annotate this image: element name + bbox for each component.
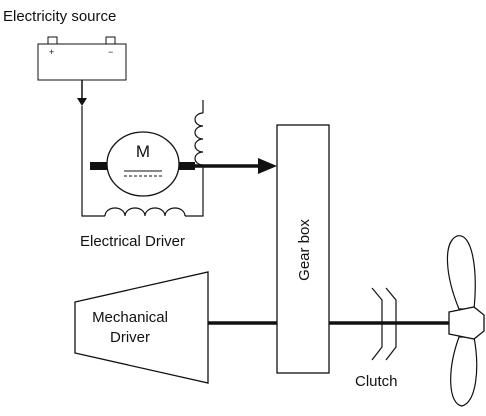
- mechanical-driver-label-line2: Driver: [110, 329, 150, 346]
- left-wire: [81, 106, 105, 217]
- mechanical-driver-label-line1: Mechanical: [92, 309, 168, 326]
- clutch: [371, 287, 397, 361]
- mechanical-driver: Mechanical Driver: [74, 271, 209, 384]
- drive-arrow: [258, 158, 277, 174]
- vertical-coil: [194, 112, 204, 166]
- motor-shaft-left: [90, 162, 112, 170]
- electric-motor: M: [106, 131, 180, 197]
- propeller: [446, 235, 485, 407]
- mechanical-driver-body: [74, 271, 209, 384]
- motor-label: M: [136, 142, 150, 161]
- electrical-driver-label: Electrical Driver: [80, 233, 185, 250]
- gear-box: [276, 124, 330, 374]
- clutch-plate-left: [371, 287, 383, 361]
- electricity-source-label: Electricity source: [3, 8, 116, 25]
- gear-box-label: Gear box: [296, 219, 313, 281]
- right-wire: [185, 165, 204, 217]
- propeller-blade-bottom: [450, 336, 478, 407]
- clutch-label: Clutch: [355, 373, 398, 390]
- battery-arrow: [77, 98, 87, 106]
- motor-body: [106, 131, 180, 197]
- battery-plus-sign: +: [49, 47, 54, 57]
- battery: + −: [37, 36, 127, 81]
- battery-minus-sign: −: [108, 47, 113, 57]
- battery-terminal-minus: [105, 36, 116, 45]
- battery-body: [37, 43, 127, 81]
- propeller-hub: [448, 306, 485, 340]
- battery-terminal-plus: [47, 36, 58, 45]
- propeller-blade-top: [446, 235, 476, 310]
- clutch-plate-right: [385, 287, 397, 361]
- field-coil: [104, 207, 186, 217]
- motor-shaft-right: [175, 162, 195, 170]
